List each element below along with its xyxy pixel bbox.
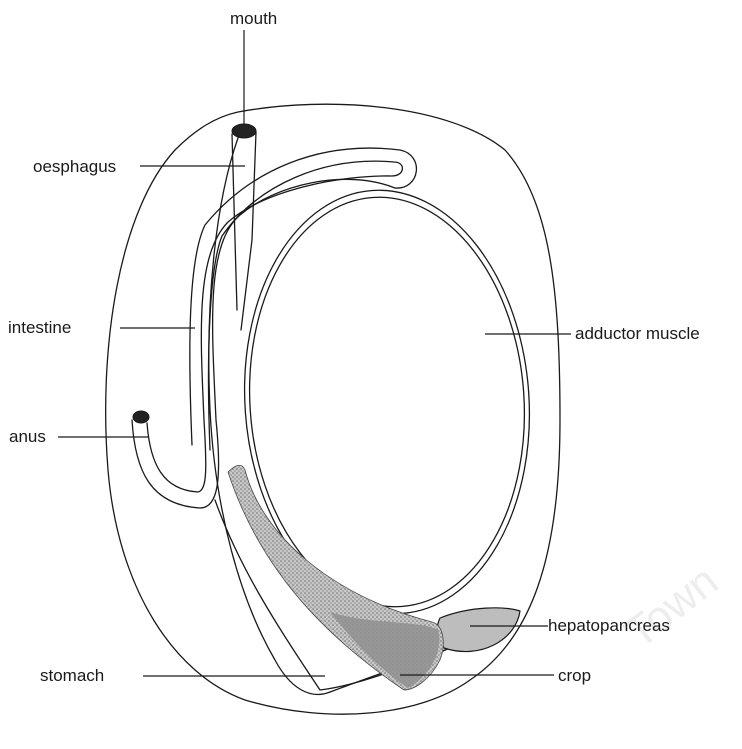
label-crop: crop [558,666,591,685]
label-adductor-muscle: adductor muscle [575,324,700,343]
anus-orifice [133,411,149,423]
label-stomach: stomach [40,666,104,685]
label-intestine: intestine [8,318,71,337]
label-oesphagus: oesphagus [33,157,116,176]
mouth-orifice [232,124,256,138]
label-mouth: mouth [230,9,277,28]
intestine-inner-wall [147,161,402,492]
watermark-text: Town [616,556,727,658]
label-anus: anus [9,427,46,446]
label-hepatopancreas: hepatopancreas [548,616,670,635]
